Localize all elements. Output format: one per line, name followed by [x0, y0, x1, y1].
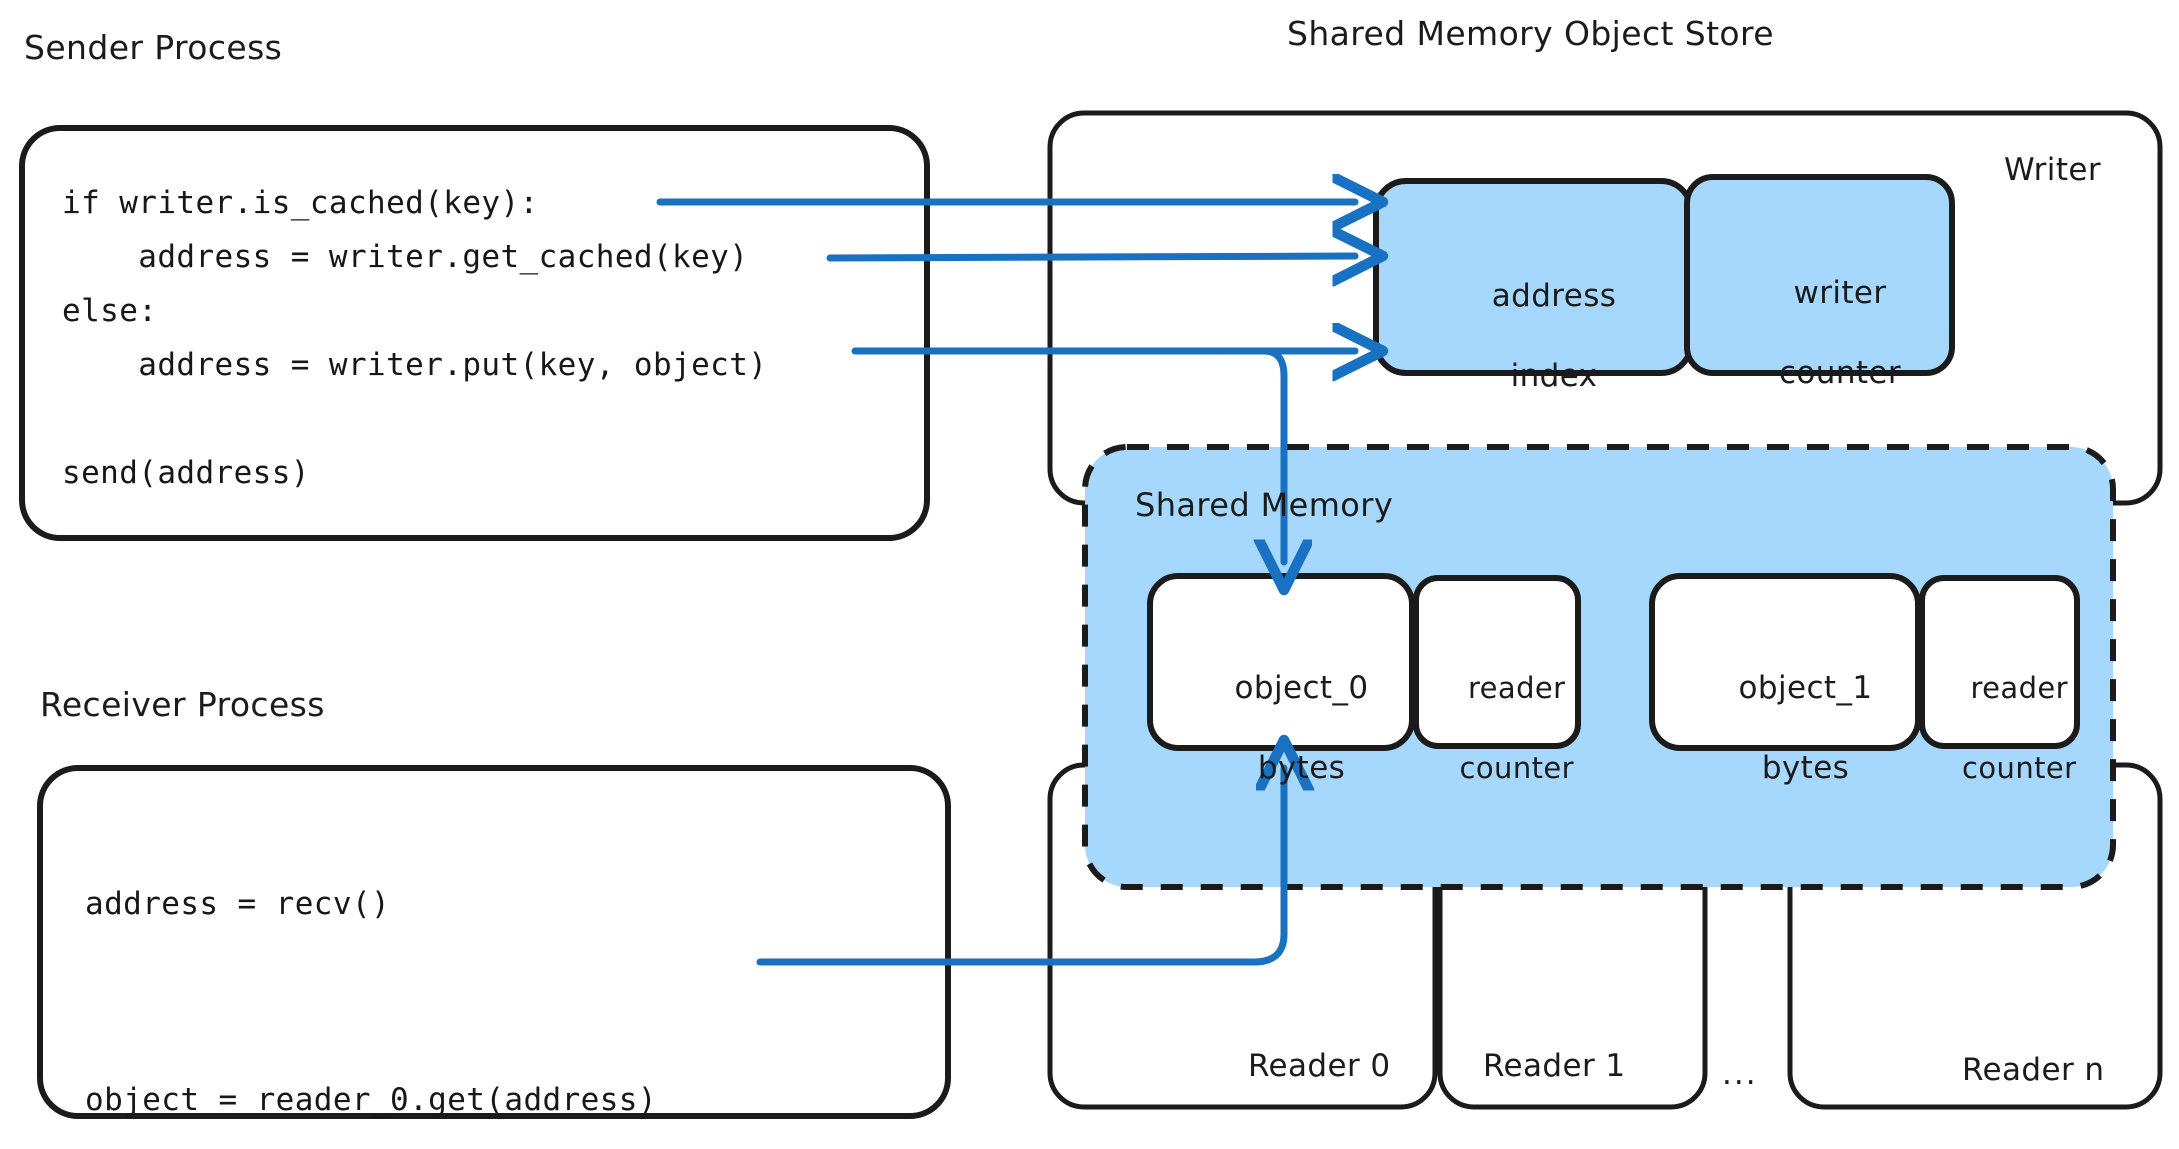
- object-1-box: [1649, 573, 1921, 751]
- arrow-put-to-object0: [1226, 347, 1284, 562]
- reader-1-label: Reader 1: [1483, 1048, 1626, 1084]
- object-1-line2: bytes: [1761, 750, 1850, 786]
- object-1-counter-line1: reader: [1970, 671, 2068, 705]
- receiver-process-title: Receiver Process: [40, 685, 325, 724]
- sender-process-box: [19, 125, 930, 541]
- shared-memory-label: Shared Memory: [1135, 486, 1394, 524]
- sender-code: if writer.is_cached(key): address = writ…: [62, 185, 768, 491]
- object-0-label: object_0 bytes: [1150, 628, 1412, 828]
- object-1-label: object_1 bytes: [1652, 628, 1918, 828]
- writer-counter-label: writer counter: [1687, 233, 1952, 433]
- object-1-counter-line2: counter: [1962, 751, 2077, 785]
- address-index-line2: index: [1510, 358, 1598, 394]
- object-1-line1: object_1: [1738, 670, 1873, 706]
- reader-0-label: Reader 0: [1248, 1048, 1391, 1084]
- object-0-reader-counter-box: [1413, 575, 1581, 749]
- store-title: Shared Memory Object Store: [1287, 14, 1774, 53]
- receiver-process-box: [37, 765, 951, 1119]
- object-1-reader-counter-box: [1919, 575, 2080, 749]
- writer-counter-box: [1684, 174, 1955, 376]
- address-index-line1: address: [1491, 278, 1617, 314]
- reader-n-label: Reader n: [1962, 1052, 2105, 1088]
- readers-ellipsis: ...: [1722, 1056, 1758, 1092]
- object-0-counter-line1: reader: [1468, 671, 1566, 705]
- object-0-counter-label: reader counter: [1410, 628, 1585, 828]
- object-0-counter-line2: counter: [1459, 751, 1574, 785]
- sender-process-title: Sender Process: [24, 28, 283, 67]
- writer-label: Writer: [2004, 152, 2101, 188]
- arrow-get-cached: [826, 256, 1355, 258]
- shared-memory-region: [1082, 444, 2116, 890]
- object-0-line1: object_0: [1234, 670, 1369, 706]
- writer-counter-line2: counter: [1778, 355, 1902, 391]
- arrow-reader-get: [756, 768, 1284, 966]
- object-1-counter-label: reader counter: [1915, 628, 2085, 828]
- address-index-label: address index: [1376, 236, 1691, 436]
- receiver-code: address = recv() object = reader_0.get(a…: [85, 886, 657, 1118]
- object-0-line2: bytes: [1257, 750, 1346, 786]
- writer-counter-line1: writer: [1793, 275, 1887, 311]
